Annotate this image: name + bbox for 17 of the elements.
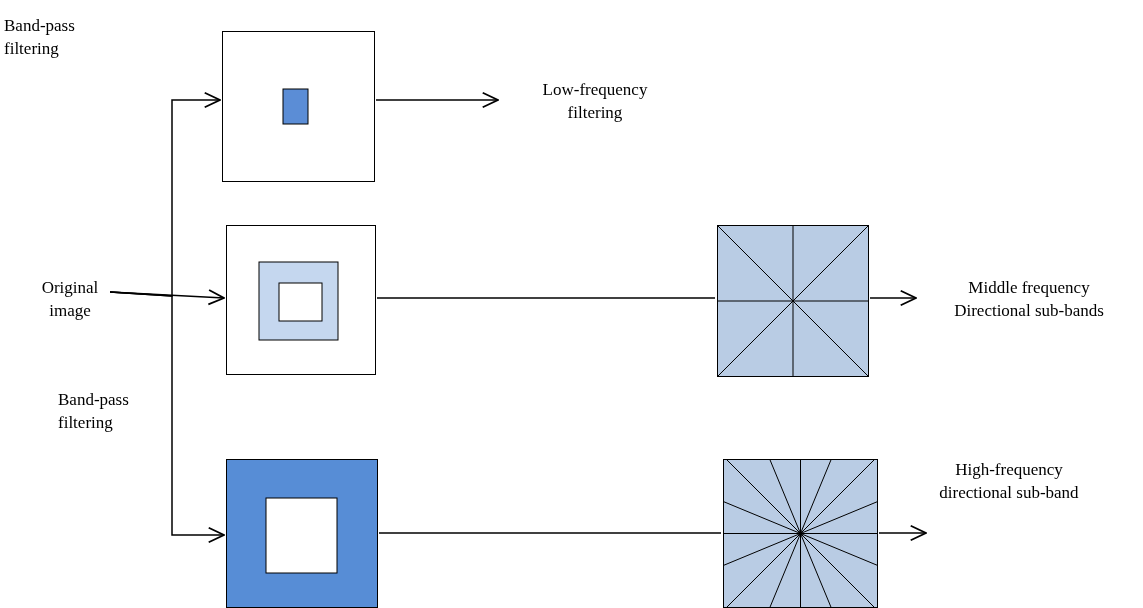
filter-label: Band-pass filtering (58, 389, 130, 434)
filter-label: Band-pass filtering (4, 15, 76, 60)
output-label: Middle frequency Directional sub-bands (934, 276, 1124, 322)
band-pass-spectrum-drawing (226, 225, 376, 375)
directional-subband-drawing (717, 225, 869, 377)
output-label: High-frequency directional sub-band (934, 458, 1084, 504)
arrow (869, 289, 917, 307)
directional-subband-drawing (723, 459, 878, 608)
arrow (109, 291, 225, 544)
high-pass-spectrum-drawing (226, 459, 378, 608)
arrow (375, 91, 499, 109)
input-label: Original image (28, 276, 112, 322)
low-pass-spectrum-drawing (222, 31, 375, 182)
connector-line (376, 297, 716, 299)
arrow (878, 524, 927, 542)
output-label: Low-frequency filtering (520, 78, 670, 124)
connector-line (378, 532, 722, 534)
